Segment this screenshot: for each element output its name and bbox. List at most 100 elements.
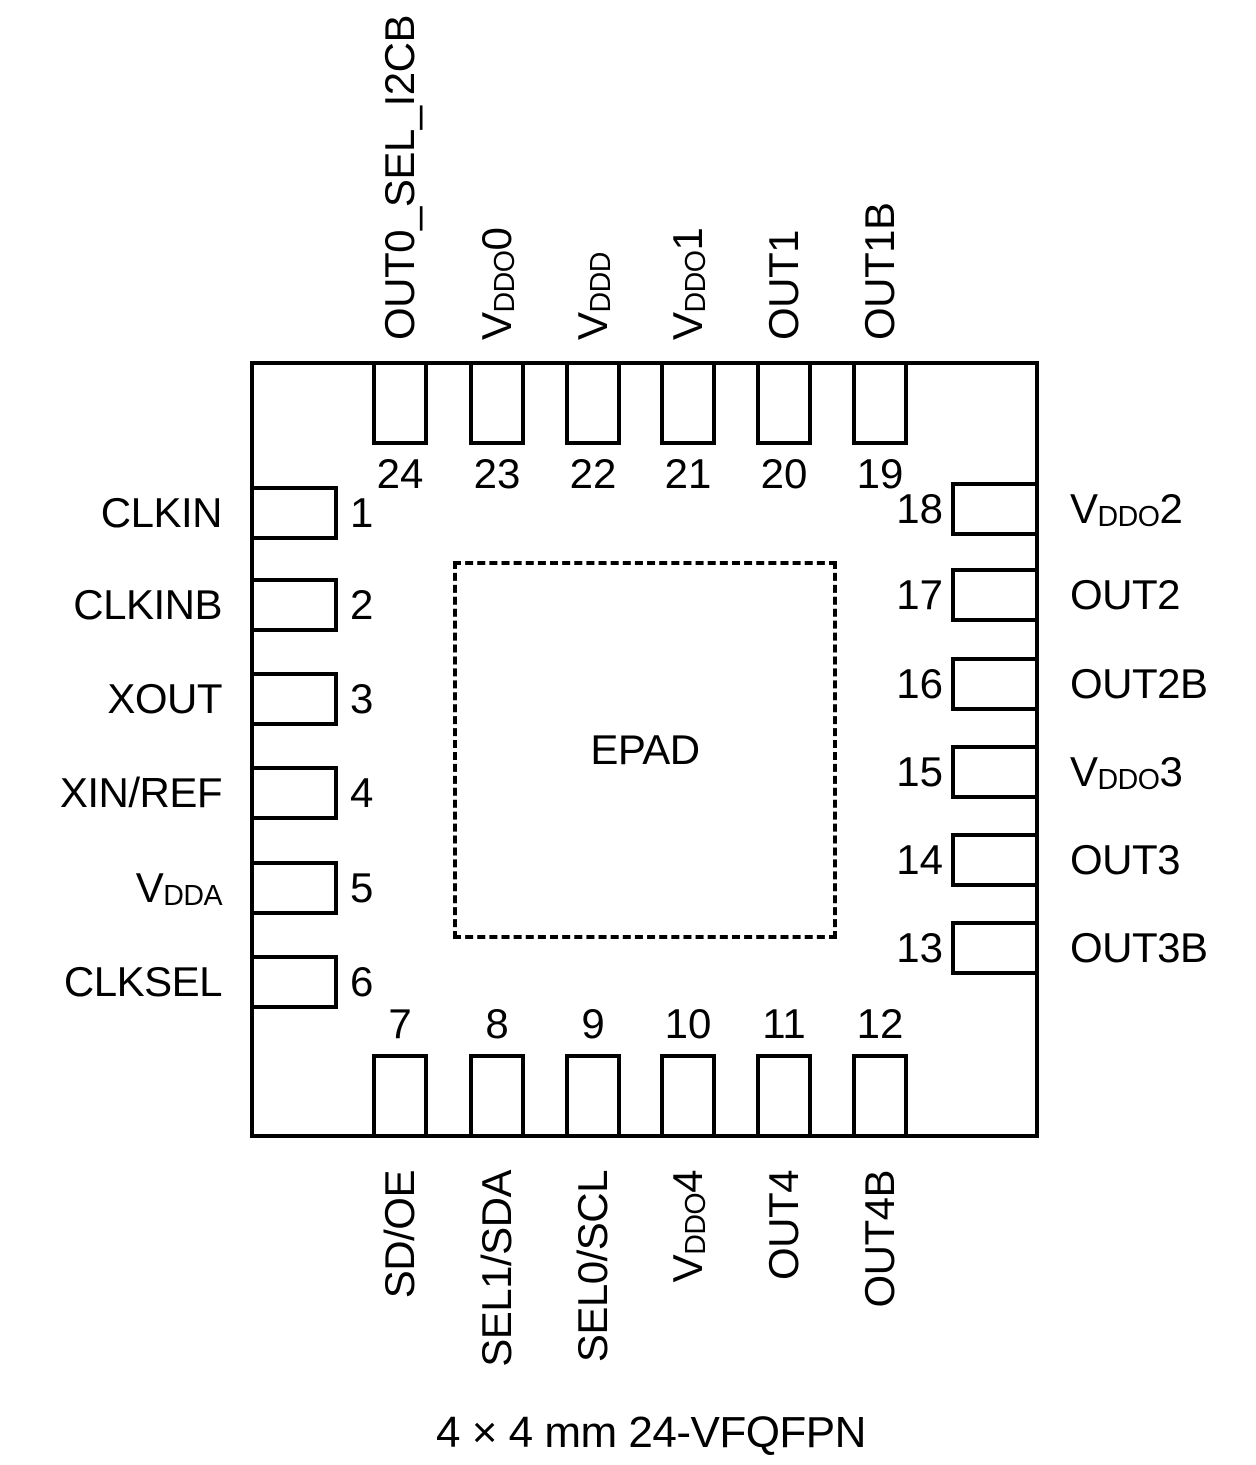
pin-8-label: SEL1/SDA [473, 1170, 520, 1367]
pin-16-number: 16 [896, 660, 943, 707]
pin-14-label: OUT3 [1070, 833, 1181, 887]
pin-23-pad [469, 361, 525, 445]
pin-23-label: VDDO0 [473, 227, 523, 340]
label-text: V [664, 312, 711, 340]
pin-22-number: 22 [569, 450, 617, 497]
pin-4-label: XIN/REF [0, 766, 223, 820]
pin-7-label: SD/OE [376, 1170, 423, 1299]
pin-19-label: OUT1B [856, 202, 903, 340]
pin-16-label: OUT2B [1070, 657, 1208, 711]
pin-14-number: 14 [896, 836, 943, 883]
pin-1-pad [250, 486, 338, 540]
pin-18-pad [951, 482, 1039, 536]
epad-label: EPAD [590, 726, 700, 773]
pin-2-label: CLKINB [0, 578, 222, 632]
label-subscript: DDO [488, 250, 521, 313]
pin-6-pad [250, 955, 338, 1009]
pin-9-pad [565, 1054, 621, 1138]
label-text: V [569, 312, 616, 340]
pin-4-number: 4 [350, 769, 374, 816]
pin-10-label: VDDO4 [664, 1170, 714, 1282]
pin-20-pad [756, 361, 812, 445]
pin-20-number: 20 [760, 450, 808, 497]
label-text: 0 [473, 227, 520, 251]
label-subscript: DDO [1097, 500, 1160, 533]
pin-3-pad [250, 672, 338, 726]
label-text: OUT4 [760, 1170, 807, 1281]
label-text: XOUT [107, 675, 222, 722]
label-text: V [1070, 748, 1098, 795]
pin-15-pad [951, 745, 1039, 799]
package-caption: 4 × 4 mm 24-VFQFPN [436, 1408, 866, 1457]
label-text: OUT4B [856, 1170, 903, 1308]
pin-5-pad [250, 861, 338, 915]
pin-21-pad [660, 361, 716, 445]
pin-24-pad [372, 361, 428, 445]
pin-2-pad [250, 578, 338, 632]
pin-9-label: SEL0/SCL [569, 1170, 616, 1363]
pin-13-pad [951, 921, 1039, 975]
pin-22-pad [565, 361, 621, 445]
pin-1-number: 1 [350, 489, 374, 536]
pin-5-label: VDDA [0, 861, 223, 920]
label-text: XIN/REF [59, 769, 223, 816]
pin-5-number: 5 [350, 864, 374, 911]
pin-18-number: 18 [896, 485, 943, 532]
label-text: CLKIN [100, 489, 223, 536]
label-text: OUT1 [760, 229, 807, 340]
label-text: 3 [1159, 748, 1183, 795]
label-text: 2 [1159, 485, 1183, 532]
label-text: SD/OE [376, 1170, 423, 1299]
pin-24-label: OUT0_SEL_I2CB [376, 15, 423, 340]
pin-12-number: 12 [856, 1000, 904, 1047]
chip-body [250, 361, 1039, 1138]
pin-2-number: 2 [350, 581, 374, 628]
pin-6-number: 6 [350, 958, 374, 1005]
pin-20-label: OUT1 [760, 229, 807, 340]
pin-7-number: 7 [388, 1000, 412, 1047]
pin-17-number: 17 [896, 571, 943, 618]
pin-9-number: 9 [581, 1000, 605, 1047]
label-text: OUT3 [1070, 836, 1181, 883]
label-subscript: DDD [584, 252, 617, 313]
pin-11-pad [756, 1054, 812, 1138]
pin-11-label: OUT4 [760, 1170, 807, 1281]
pin-8-number: 8 [485, 1000, 509, 1047]
pin-15-number: 15 [896, 748, 943, 795]
label-text: OUT3B [1070, 924, 1208, 971]
pin-15-label: VDDO3 [1070, 745, 1183, 804]
label-text: SEL1/SDA [473, 1170, 520, 1367]
label-text: V [1070, 485, 1098, 532]
pin-24-number: 24 [376, 450, 424, 497]
pin-19-pad [852, 361, 908, 445]
pin-11-number: 11 [762, 1000, 806, 1047]
label-text: OUT1B [856, 202, 903, 340]
label-subscript: DDO [679, 250, 712, 313]
label-subscript: DDO [1097, 763, 1160, 796]
label-text: CLKINB [73, 581, 222, 628]
pin-1-label: CLKIN [0, 486, 223, 540]
label-text: V [135, 864, 164, 911]
pin-23-number: 23 [473, 450, 521, 497]
pin-16-pad [951, 657, 1039, 711]
label-text: 1 [664, 227, 711, 251]
label-text: SEL0/SCL [569, 1170, 616, 1363]
pin-12-pad [852, 1054, 908, 1138]
pin-3-number: 3 [350, 675, 374, 722]
pin-12-label: OUT4B [856, 1170, 903, 1308]
label-text: OUT0_SEL_I2CB [376, 15, 423, 340]
pin-13-number: 13 [896, 924, 943, 971]
pin-3-label: XOUT [0, 672, 222, 726]
pin-7-pad [372, 1054, 428, 1138]
pin-10-pad [660, 1054, 716, 1138]
pin-14-pad [951, 833, 1039, 887]
pin-17-label: OUT2 [1070, 568, 1181, 622]
pin-21-label: VDDO1 [664, 227, 714, 340]
pin-19-number: 19 [856, 450, 904, 497]
pin-4-pad [250, 766, 338, 820]
pin-17-pad [951, 568, 1039, 622]
pin-13-label: OUT3B [1070, 921, 1208, 975]
pin-10-number: 10 [664, 1000, 712, 1047]
pin-8-pad [469, 1054, 525, 1138]
label-subscript: DDO [679, 1192, 712, 1255]
